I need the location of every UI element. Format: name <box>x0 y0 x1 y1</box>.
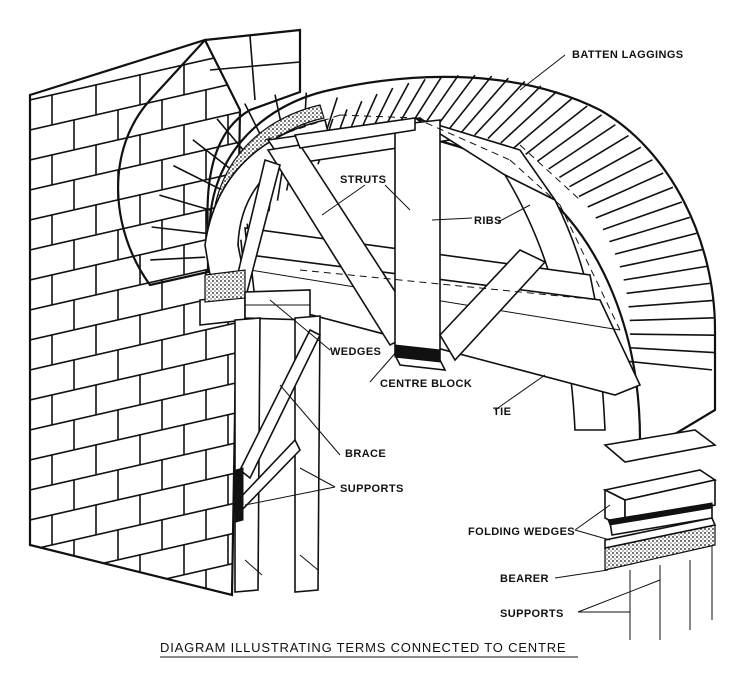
label-folding-wedges: FOLDING WEDGES <box>468 526 575 538</box>
brick-wall <box>28 38 242 597</box>
right-supports <box>602 429 718 640</box>
label-supports-left: SUPPORTS <box>340 483 404 495</box>
label-ribs: RIBS <box>474 215 502 227</box>
label-batten-laggings: BATTEN LAGGINGS <box>572 49 684 61</box>
leader-lines <box>244 54 661 613</box>
left-supports <box>199 269 322 593</box>
diagram-caption: DIAGRAM ILLUSTRATING TERMS CONNECTED TO … <box>160 640 566 655</box>
batten-laggings <box>208 74 717 442</box>
caption-group: DIAGRAM ILLUSTRATING TERMS CONNECTED TO … <box>160 640 578 658</box>
label-centre-block: CENTRE BLOCK <box>380 378 472 390</box>
label-supports-right: SUPPORTS <box>500 608 564 620</box>
label-bearer: BEARER <box>500 573 549 585</box>
label-struts: STRUTS <box>340 174 386 186</box>
centre-frame <box>204 114 642 431</box>
labels: BATTEN LAGGINGS STRUTS RIBS WEDGES CENTR… <box>330 49 684 620</box>
label-tie: TIE <box>493 406 511 418</box>
label-brace: BRACE <box>345 448 386 460</box>
label-wedges: WEDGES <box>330 346 381 358</box>
